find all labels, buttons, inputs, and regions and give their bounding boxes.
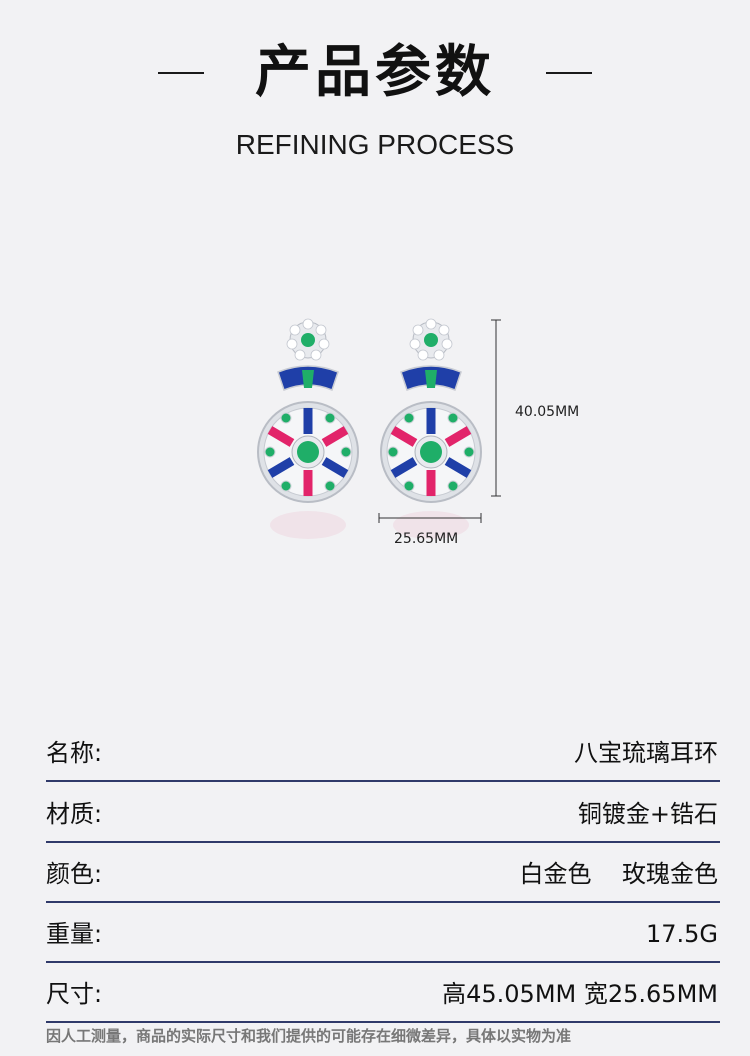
earring-figure: 40.05MM 25.65MM [0, 300, 750, 580]
page-subtitle: REFINING PROCESS [235, 129, 515, 160]
title-dash-right [546, 72, 592, 74]
page-title: 产品参数 [255, 40, 495, 105]
height-dimension-label: 40.05MM [515, 404, 580, 420]
spec-row-color: 颜色: 白金色 玫瑰金色 [46, 851, 720, 911]
spec-divider [46, 841, 720, 843]
spec-divider [46, 961, 720, 963]
spec-label: 尺寸: [46, 980, 103, 1008]
spec-label: 名称: [46, 739, 103, 767]
spec-divider [46, 780, 720, 782]
spec-value: 铜镀金+锆石 [577, 800, 718, 828]
spec-value: 高45.05MM 宽25.65MM [442, 980, 718, 1008]
earring-image [0, 300, 501, 580]
spec-row-material: 材质: 铜镀金+锆石 [46, 791, 720, 851]
spec-value: 17.5G [645, 920, 718, 948]
spec-label: 材质: [46, 800, 103, 828]
spec-row-name: 名称: 八宝琉璃耳环 [46, 730, 720, 790]
spec-label: 重量: [46, 920, 103, 948]
spec-label: 颜色: [46, 860, 103, 888]
spec-divider [46, 1021, 720, 1023]
page-header: 产品参数 [0, 38, 750, 108]
spec-value: 白金色 玫瑰金色 [519, 860, 718, 888]
spec-divider [46, 901, 720, 903]
measurement-disclaimer: 因人工测量，商品的实际尺寸和我们提供的可能存在细微差异，具体以实物为准 [46, 1027, 572, 1045]
title-dash-left [158, 72, 204, 74]
spec-value: 八宝琉璃耳环 [574, 739, 718, 767]
spec-row-size: 尺寸: 高45.05MM 宽25.65MM [46, 971, 720, 1031]
spec-row-weight: 重量: 17.5G [46, 911, 720, 971]
width-dimension-label: 25.65MM [394, 531, 459, 547]
